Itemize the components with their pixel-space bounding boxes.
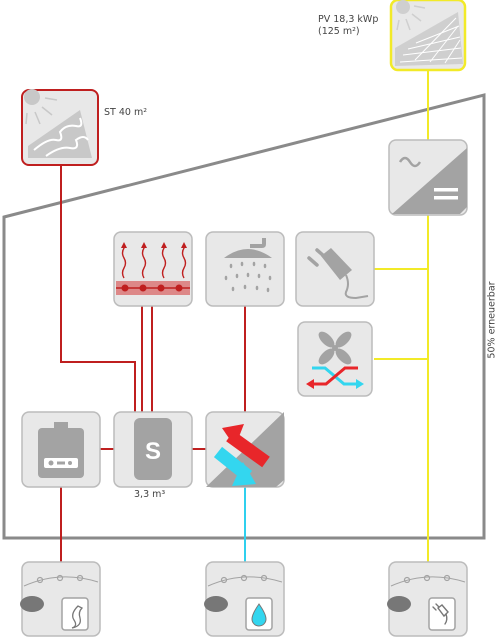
electric-lines [374, 70, 429, 562]
shower-icon [224, 238, 272, 293]
renewable-share-label: 50% erneuerbar [486, 281, 498, 359]
solar-thermal-label: ST 40 m² [104, 107, 148, 118]
heat-exchanger-module [205, 411, 285, 488]
heat-exchanger-icon [206, 412, 284, 487]
storage-volume-label: 3,3 m³ [134, 489, 166, 500]
power-plug-icon [307, 248, 369, 300]
floor-heating-module [113, 231, 193, 307]
inverter-module [388, 139, 468, 216]
electricity-meter-icon [387, 574, 466, 631]
storage-tank-icon: S [134, 418, 172, 480]
solar-thermal-panel-icon [24, 89, 92, 158]
gas-meter-icon [20, 574, 99, 631]
electricity-meter-module [387, 561, 468, 637]
storage-symbol: S [145, 438, 161, 465]
water-meter-module [204, 561, 285, 637]
pv-panel-icon [395, 0, 463, 66]
boiler-icon [38, 422, 84, 478]
power-plug-module [295, 231, 375, 307]
pv-power-label: PV 18,3 kWp [318, 14, 379, 25]
renewable-share-label-wrap: 50% erneuerbar [486, 270, 498, 370]
storage-module: S [113, 411, 193, 488]
ventilation-fan-icon [306, 331, 364, 389]
ventilation-module [297, 321, 373, 397]
inverter-icon [392, 148, 467, 214]
shower-module [205, 231, 285, 307]
gas-meter-module [20, 561, 101, 637]
boiler-module [21, 411, 101, 488]
heat-lines [60, 166, 246, 562]
floor-heating-icon [116, 242, 190, 295]
water-meter-icon [204, 574, 283, 631]
pv-area-label: (125 m²) [318, 26, 360, 37]
pv-panel-module [389, 0, 467, 72]
building-outline [2, 93, 486, 540]
solar-thermal-module [21, 89, 99, 166]
